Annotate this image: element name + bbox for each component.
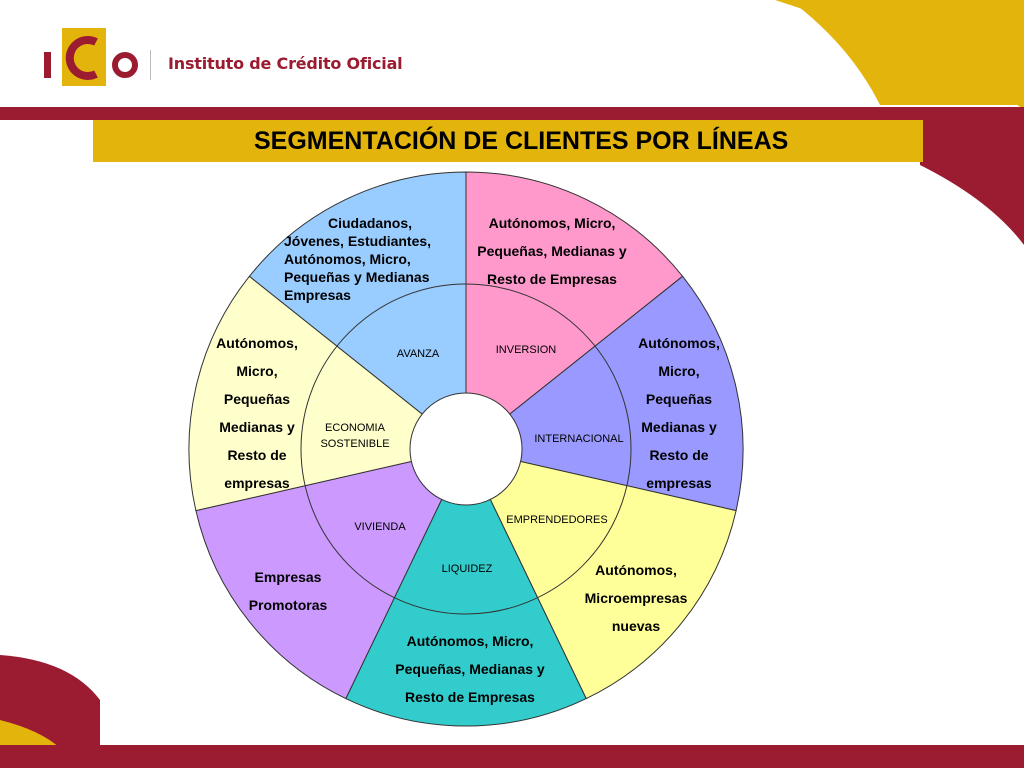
- red-footer-band: [0, 745, 1024, 768]
- segment-label-economia-line2: SOSTENIBLE: [320, 438, 390, 450]
- outer-text-inversion-line2: Pequeñas, Medianas y: [477, 243, 627, 259]
- outer-text-emprendedores-line2: Microempresas: [584, 590, 688, 606]
- red-left-wave: [0, 655, 100, 745]
- page-title: SEGMENTACIÓN DE CLIENTES POR LÍNEAS: [254, 127, 789, 155]
- outer-sector-inversion: [465, 171, 684, 451]
- outer-text-inversion: Autónomos, Micro, Pequeñas, Medianas y R…: [464, 209, 640, 293]
- segment-label-economia-line1: ECONOMIA: [325, 422, 385, 434]
- outer-text-liquidez-line2: Pequeñas, Medianas y: [395, 661, 545, 677]
- outer-text-internacional-line4: Medianas y: [641, 419, 717, 435]
- segment-label-internacional: INTERNACIONAL: [534, 433, 624, 445]
- outer-text-economia-line1: Autónomos,: [216, 335, 298, 351]
- outer-text-economia-line4: Medianas y: [219, 419, 295, 435]
- outer-text-liquidez-line3: Resto de Empresas: [405, 689, 535, 705]
- outer-text-inversion-line1: Autónomos, Micro,: [488, 215, 616, 231]
- outer-sector-internacional: [464, 275, 744, 512]
- institution-name: Instituto de Crédito Oficial: [168, 54, 403, 73]
- outer-sector-avanza: [248, 171, 467, 451]
- outer-text-vivienda: Empresas Promotoras: [232, 563, 344, 619]
- gold-left-wave: [0, 720, 60, 748]
- segment-label-liquidez: LIQUIDEZ: [441, 563, 493, 575]
- outer-text-vivienda-line2: Promotoras: [248, 597, 328, 613]
- outer-text-internacional-line1: Autónomos,: [638, 335, 720, 351]
- ico-logo: [44, 28, 151, 86]
- diagram-outer-ring: [188, 171, 744, 727]
- segment-label-inversion: INVERSION: [495, 344, 557, 356]
- outer-text-avanza-line1: Ciudadanos,: [327, 215, 412, 231]
- outer-text-economia: Autónomos, Micro, Pequeñas Medianas y Re…: [206, 329, 308, 497]
- outer-text-avanza: Ciudadanos, Jóvenes, Estudiantes, Autóno…: [280, 214, 456, 304]
- outer-text-vivienda-line1: Empresas: [254, 569, 322, 585]
- outer-sector-vivienda: [195, 448, 467, 700]
- outer-text-internacional-line6: empresas: [646, 475, 712, 491]
- outer-text-internacional-line5: Resto de: [649, 447, 709, 463]
- red-header-band: [0, 107, 1024, 120]
- outer-sector-liquidez: [345, 447, 587, 727]
- red-right-wave: [920, 120, 1024, 245]
- title-bar: [93, 120, 923, 162]
- outer-text-liquidez: Autónomos, Micro, Pequeñas, Medianas y R…: [380, 627, 560, 711]
- outer-text-emprendedores-line3: nuevas: [611, 618, 661, 634]
- outer-text-internacional-line2: Micro,: [658, 363, 700, 379]
- outer-text-emprendedores-line1: Autónomos,: [595, 562, 677, 578]
- outer-text-internacional: Autónomos, Micro, Pequeñas Medianas y Re…: [624, 329, 734, 497]
- inner-ring-circle: [300, 283, 632, 615]
- outer-text-inversion-line3: Resto de Empresas: [487, 271, 617, 287]
- segment-label-vivienda: VIVIENDA: [354, 521, 406, 533]
- outer-text-avanza-line4: Pequeñas y Medianas: [284, 269, 430, 285]
- outer-text-economia-line2: Micro,: [236, 363, 278, 379]
- segment-label-avanza: AVANZA: [396, 348, 440, 360]
- outer-text-economia-line6: empresas: [224, 475, 290, 491]
- gold-corner-shape: [790, 0, 1024, 105]
- center-hole: [409, 392, 523, 506]
- outer-text-economia-line3: Pequeñas: [223, 391, 291, 407]
- segment-label-economia: ECONOMIA SOSTENIBLE: [310, 420, 400, 452]
- outer-sector-economia: [188, 275, 468, 512]
- outer-text-liquidez-line1: Autónomos, Micro,: [406, 633, 534, 649]
- outer-text-emprendedores: Autónomos, Microempresas nuevas: [570, 556, 702, 640]
- outer-text-avanza-line3: Autónomos, Micro,: [284, 251, 411, 267]
- outer-sector-emprendedores: [465, 448, 737, 700]
- outer-text-avanza-line5: Empresas: [284, 287, 351, 303]
- outer-text-economia-line5: Resto de: [227, 447, 287, 463]
- segment-label-emprendedores: EMPRENDEDORES: [506, 514, 608, 526]
- outer-text-avanza-line2: Jóvenes, Estudiantes,: [284, 233, 432, 249]
- outer-text-internacional-line3: Pequeñas: [645, 391, 713, 407]
